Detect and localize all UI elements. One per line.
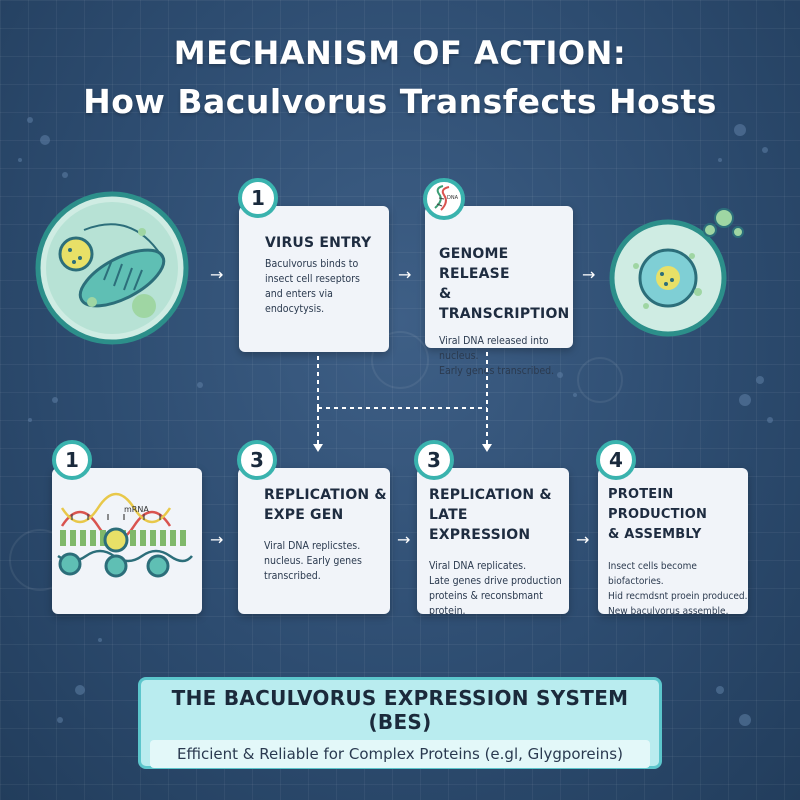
step-card-mrna-diagram: mRNA [52,468,202,614]
page-title-line1: MECHANISM OF ACTION: [173,34,627,72]
step-card-replication-expe: REPLICATION & EXPE GEN Viral DNA replics… [238,468,390,614]
dna-badge-caption: DNA [447,195,459,201]
page-title-line2: How Baculvorus Transfects Hosts [83,82,717,121]
bes-subtitle: Efficient & Reliable for Complex Protein… [150,740,650,768]
mrna-label: mRNA [124,505,149,514]
flow-arrow: → [398,265,412,284]
step-card-protein-production: PROTEIN PRODUCTION & ASSEMBLY Insect cel… [598,468,748,617]
dna-badge: DNA [423,178,465,220]
step-heading: VIRUS ENTRY [265,235,372,251]
step-card-replication-late: REPLICATION & LATE EXPRESSION Viral DNA … [417,468,569,617]
host-cell-illustration [35,191,189,345]
flow-arrow: → [576,530,590,549]
step-card-genome-release: GENOME RELEASE & TRANSCRIPTION Viral DNA… [425,206,573,377]
step-badge: 1 [52,440,92,480]
step-badge: 4 [596,440,636,480]
step-card-virus-entry: VIRUS ENTRY Baculvorus binds to insect c… [239,206,389,352]
step-badge: 3 [237,440,277,480]
flow-arrow: → [582,265,596,284]
step-badge: 1 [238,178,278,218]
infected-cell-illustration [609,208,744,337]
flow-arrow: → [397,530,411,549]
dna-icon [434,185,450,211]
flow-arrow: → [210,530,224,549]
bes-summary-box: THE BACULVORUS EXPRESSION SYSTEM (BES) E… [138,677,662,769]
step-badge: 3 [414,440,454,480]
mrna-illustration [57,492,193,578]
bes-heading: THE BACULVORUS EXPRESSION SYSTEM (BES) [171,686,629,734]
flow-arrow: → [210,265,224,284]
